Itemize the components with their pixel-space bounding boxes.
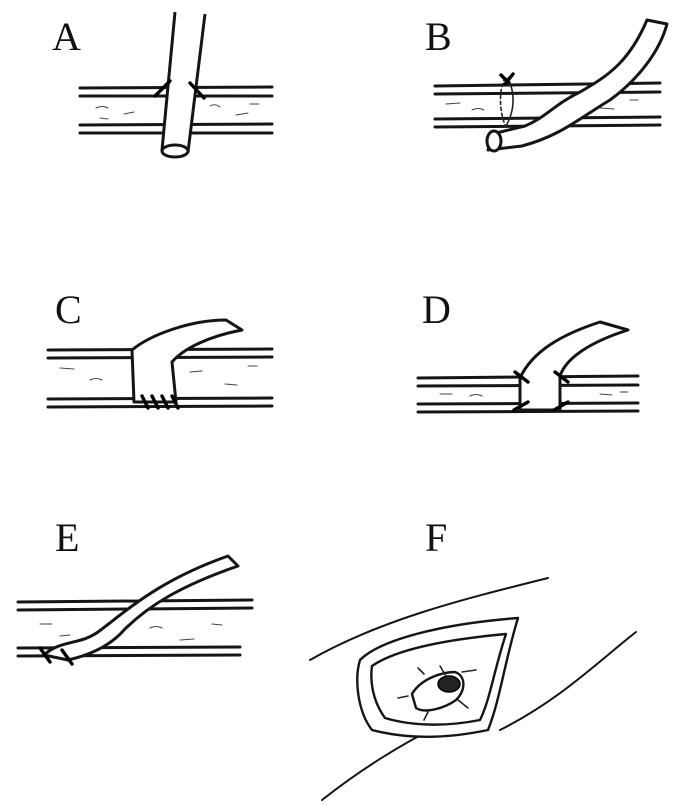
panel-b-label: B <box>425 14 452 59</box>
panel-f: F <box>310 515 636 800</box>
panel-d: D <box>418 287 638 412</box>
panel-a-label: A <box>52 14 81 59</box>
panel-e: E <box>18 515 252 664</box>
panel-f-graft-lumen <box>438 676 460 692</box>
panel-a-graft-tube <box>155 12 205 157</box>
panel-e-label: E <box>55 515 79 560</box>
panel-c-graft-tube <box>132 320 242 408</box>
panel-d-label: D <box>422 287 451 332</box>
panel-c-label: C <box>55 287 82 332</box>
panel-f-label: F <box>425 515 447 560</box>
panel-c: C <box>48 287 272 408</box>
panel-a: A <box>52 12 272 157</box>
panel-b: B <box>425 14 667 151</box>
panel-d-graft-tube <box>514 322 628 410</box>
